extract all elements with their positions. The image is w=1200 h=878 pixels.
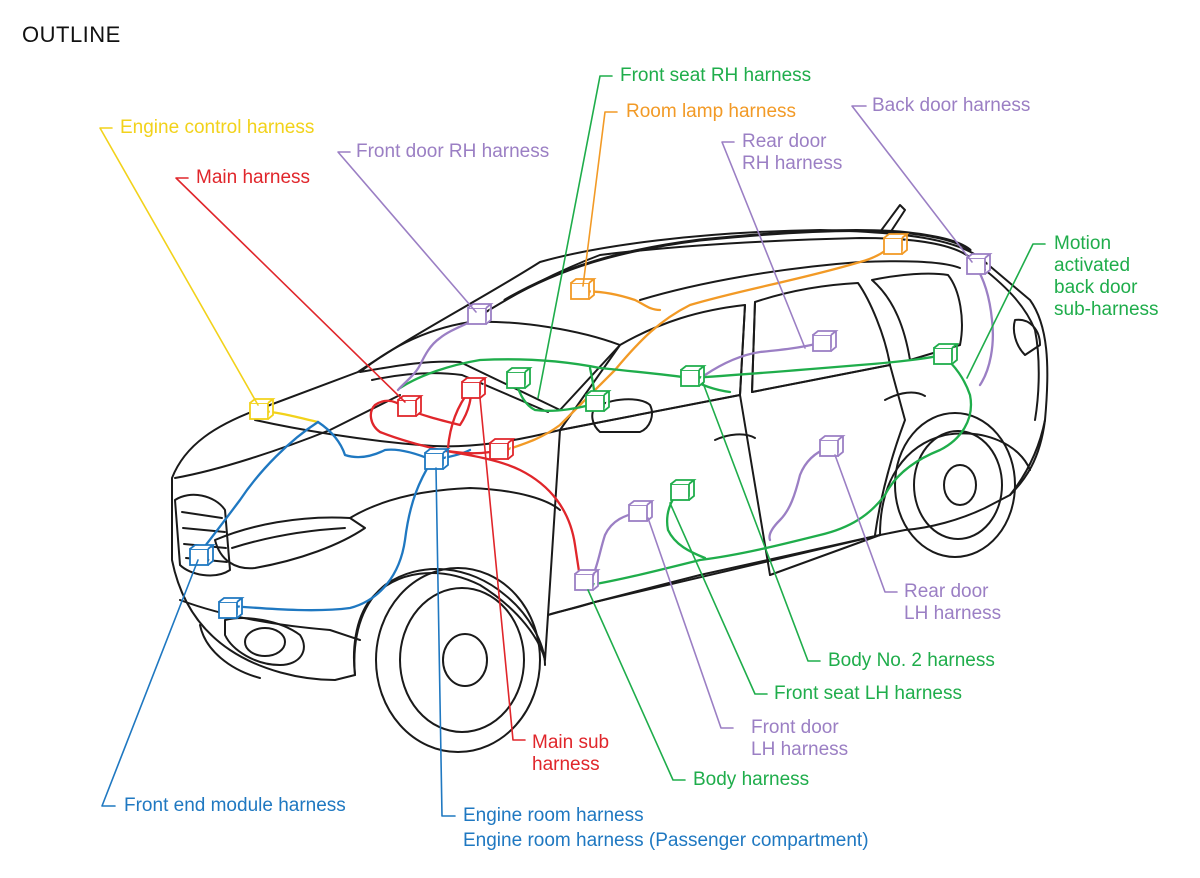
roof-rail-2: [639, 260, 961, 301]
front-door-rh-route: [396, 316, 480, 392]
back-door-route: [973, 263, 994, 387]
rear-wheel-rim: [913, 430, 1003, 540]
headlight-inner: [231, 527, 346, 549]
leader-front-end-module: [101, 559, 199, 807]
quarter-window: [871, 272, 963, 361]
connector-room-lamp-rear: [883, 233, 910, 255]
leader-engine-control: [99, 127, 259, 406]
label-front-door-lh-harness: Front door LH harness: [751, 717, 849, 760]
leader-engine-room: [435, 467, 456, 817]
connector-main-1: [397, 395, 424, 417]
vehicle-outline: [171, 204, 1049, 753]
antenna: [879, 204, 906, 237]
headlight: [214, 516, 366, 570]
connector-main-2: [461, 377, 488, 399]
tail-light: [1012, 318, 1041, 356]
front-door-lh-route: [590, 510, 642, 580]
rear-door-lh-route: [768, 446, 830, 542]
b-pillar: [739, 301, 756, 396]
leader-body: [587, 589, 686, 781]
label-main-sub-harness: Main sub harness: [532, 732, 610, 775]
leader-rear-door-lh: [834, 454, 898, 593]
rear-door-rh-route: [703, 341, 822, 377]
label-motion-back-door-sub-harness: Motion activated back door sub-harness: [1054, 233, 1159, 320]
label-front-door-rh-harness: Front door RH harness: [356, 141, 550, 162]
leader-front-door-lh: [647, 517, 734, 729]
leader-lines: [99, 75, 1046, 817]
front-bumper: [179, 599, 361, 641]
body-route: [588, 353, 973, 587]
leader-body-no2: [702, 382, 821, 662]
fog-light-housing: [224, 617, 305, 666]
label-rear-door-lh-harness: Rear door LH harness: [904, 581, 1002, 624]
connector-front-seat-lh: [670, 479, 697, 501]
leader-front-seat-lh: [669, 502, 768, 695]
connector-engine-room: [424, 448, 451, 470]
front-wheel-arch: [353, 568, 546, 676]
leader-front-seat-rh: [537, 75, 613, 399]
rear-wheel-hub: [943, 464, 977, 506]
label-engine-room-harness: Engine room harness: [463, 805, 644, 826]
front-door-handle: [714, 433, 756, 441]
rear-door: [751, 364, 906, 576]
front-wheel-rim: [399, 587, 525, 733]
connector-front-end-module-1: [189, 544, 216, 566]
side-mirror: [591, 398, 653, 433]
front-fender-line: [349, 487, 561, 519]
connector-main-sub: [489, 438, 516, 460]
leader-motion: [966, 243, 1046, 379]
connector-engine-control: [249, 398, 276, 420]
label-back-door-harness: Back door harness: [872, 95, 1031, 116]
label-engine-control-harness: Engine control harness: [120, 117, 315, 138]
room-lamp-route: [498, 243, 894, 454]
label-main-harness: Main harness: [196, 167, 311, 188]
hood-line: [174, 394, 401, 479]
front-wheel-hub: [442, 633, 488, 687]
label-engine-room-harness-passenger: Engine room harness (Passenger compartme…: [463, 830, 869, 851]
connector-rear-door-lh: [819, 435, 846, 457]
rear-wheel: [894, 412, 1016, 558]
connector-rear-door-rh: [812, 330, 839, 352]
connector-body: [574, 569, 601, 591]
label-rear-door-rh-harness: Rear door RH harness: [742, 131, 843, 174]
page-title: OUTLINE: [22, 22, 121, 47]
harness-routes: [196, 243, 994, 612]
connector-front-seat-rh-1: [506, 367, 533, 389]
leader-room-lamp: [582, 111, 618, 287]
connector-body-no2: [680, 365, 707, 387]
rear-side-window: [751, 282, 891, 393]
grille-lines: [181, 511, 228, 563]
leader-back-door: [851, 105, 973, 263]
sill: [547, 534, 881, 616]
label-room-lamp-harness: Room lamp harness: [626, 101, 797, 122]
fog-light: [244, 627, 286, 657]
label-front-end-module-harness: Front end module harness: [124, 795, 346, 816]
lower-bumper: [199, 624, 261, 679]
label-front-seat-rh-harness: Front seat RH harness: [620, 65, 812, 86]
label-body-no2-harness: Body No. 2 harness: [828, 650, 995, 671]
front-seat-rh-route: [398, 353, 944, 412]
front-wheel: [375, 567, 541, 753]
connector-front-door-lh: [628, 500, 655, 522]
connector-front-seat-rh-2: [585, 390, 612, 412]
connector-front-end-module-2: [218, 597, 245, 619]
label-body-harness: Body harness: [693, 769, 810, 790]
grille: [174, 493, 231, 577]
leader-main: [175, 177, 406, 403]
connector-room-lamp: [570, 278, 597, 300]
leader-main-sub: [479, 397, 526, 741]
roof-rail: [503, 228, 972, 302]
rear-door-handle: [884, 391, 926, 401]
leader-front-door-rh: [337, 151, 477, 313]
connectors: [189, 233, 993, 619]
label-front-seat-lh-harness: Front seat LH harness: [774, 683, 962, 704]
connector-motion-back-door: [933, 343, 960, 365]
rear-bumper: [1009, 419, 1046, 496]
leader-rear-door-rh: [721, 141, 806, 349]
